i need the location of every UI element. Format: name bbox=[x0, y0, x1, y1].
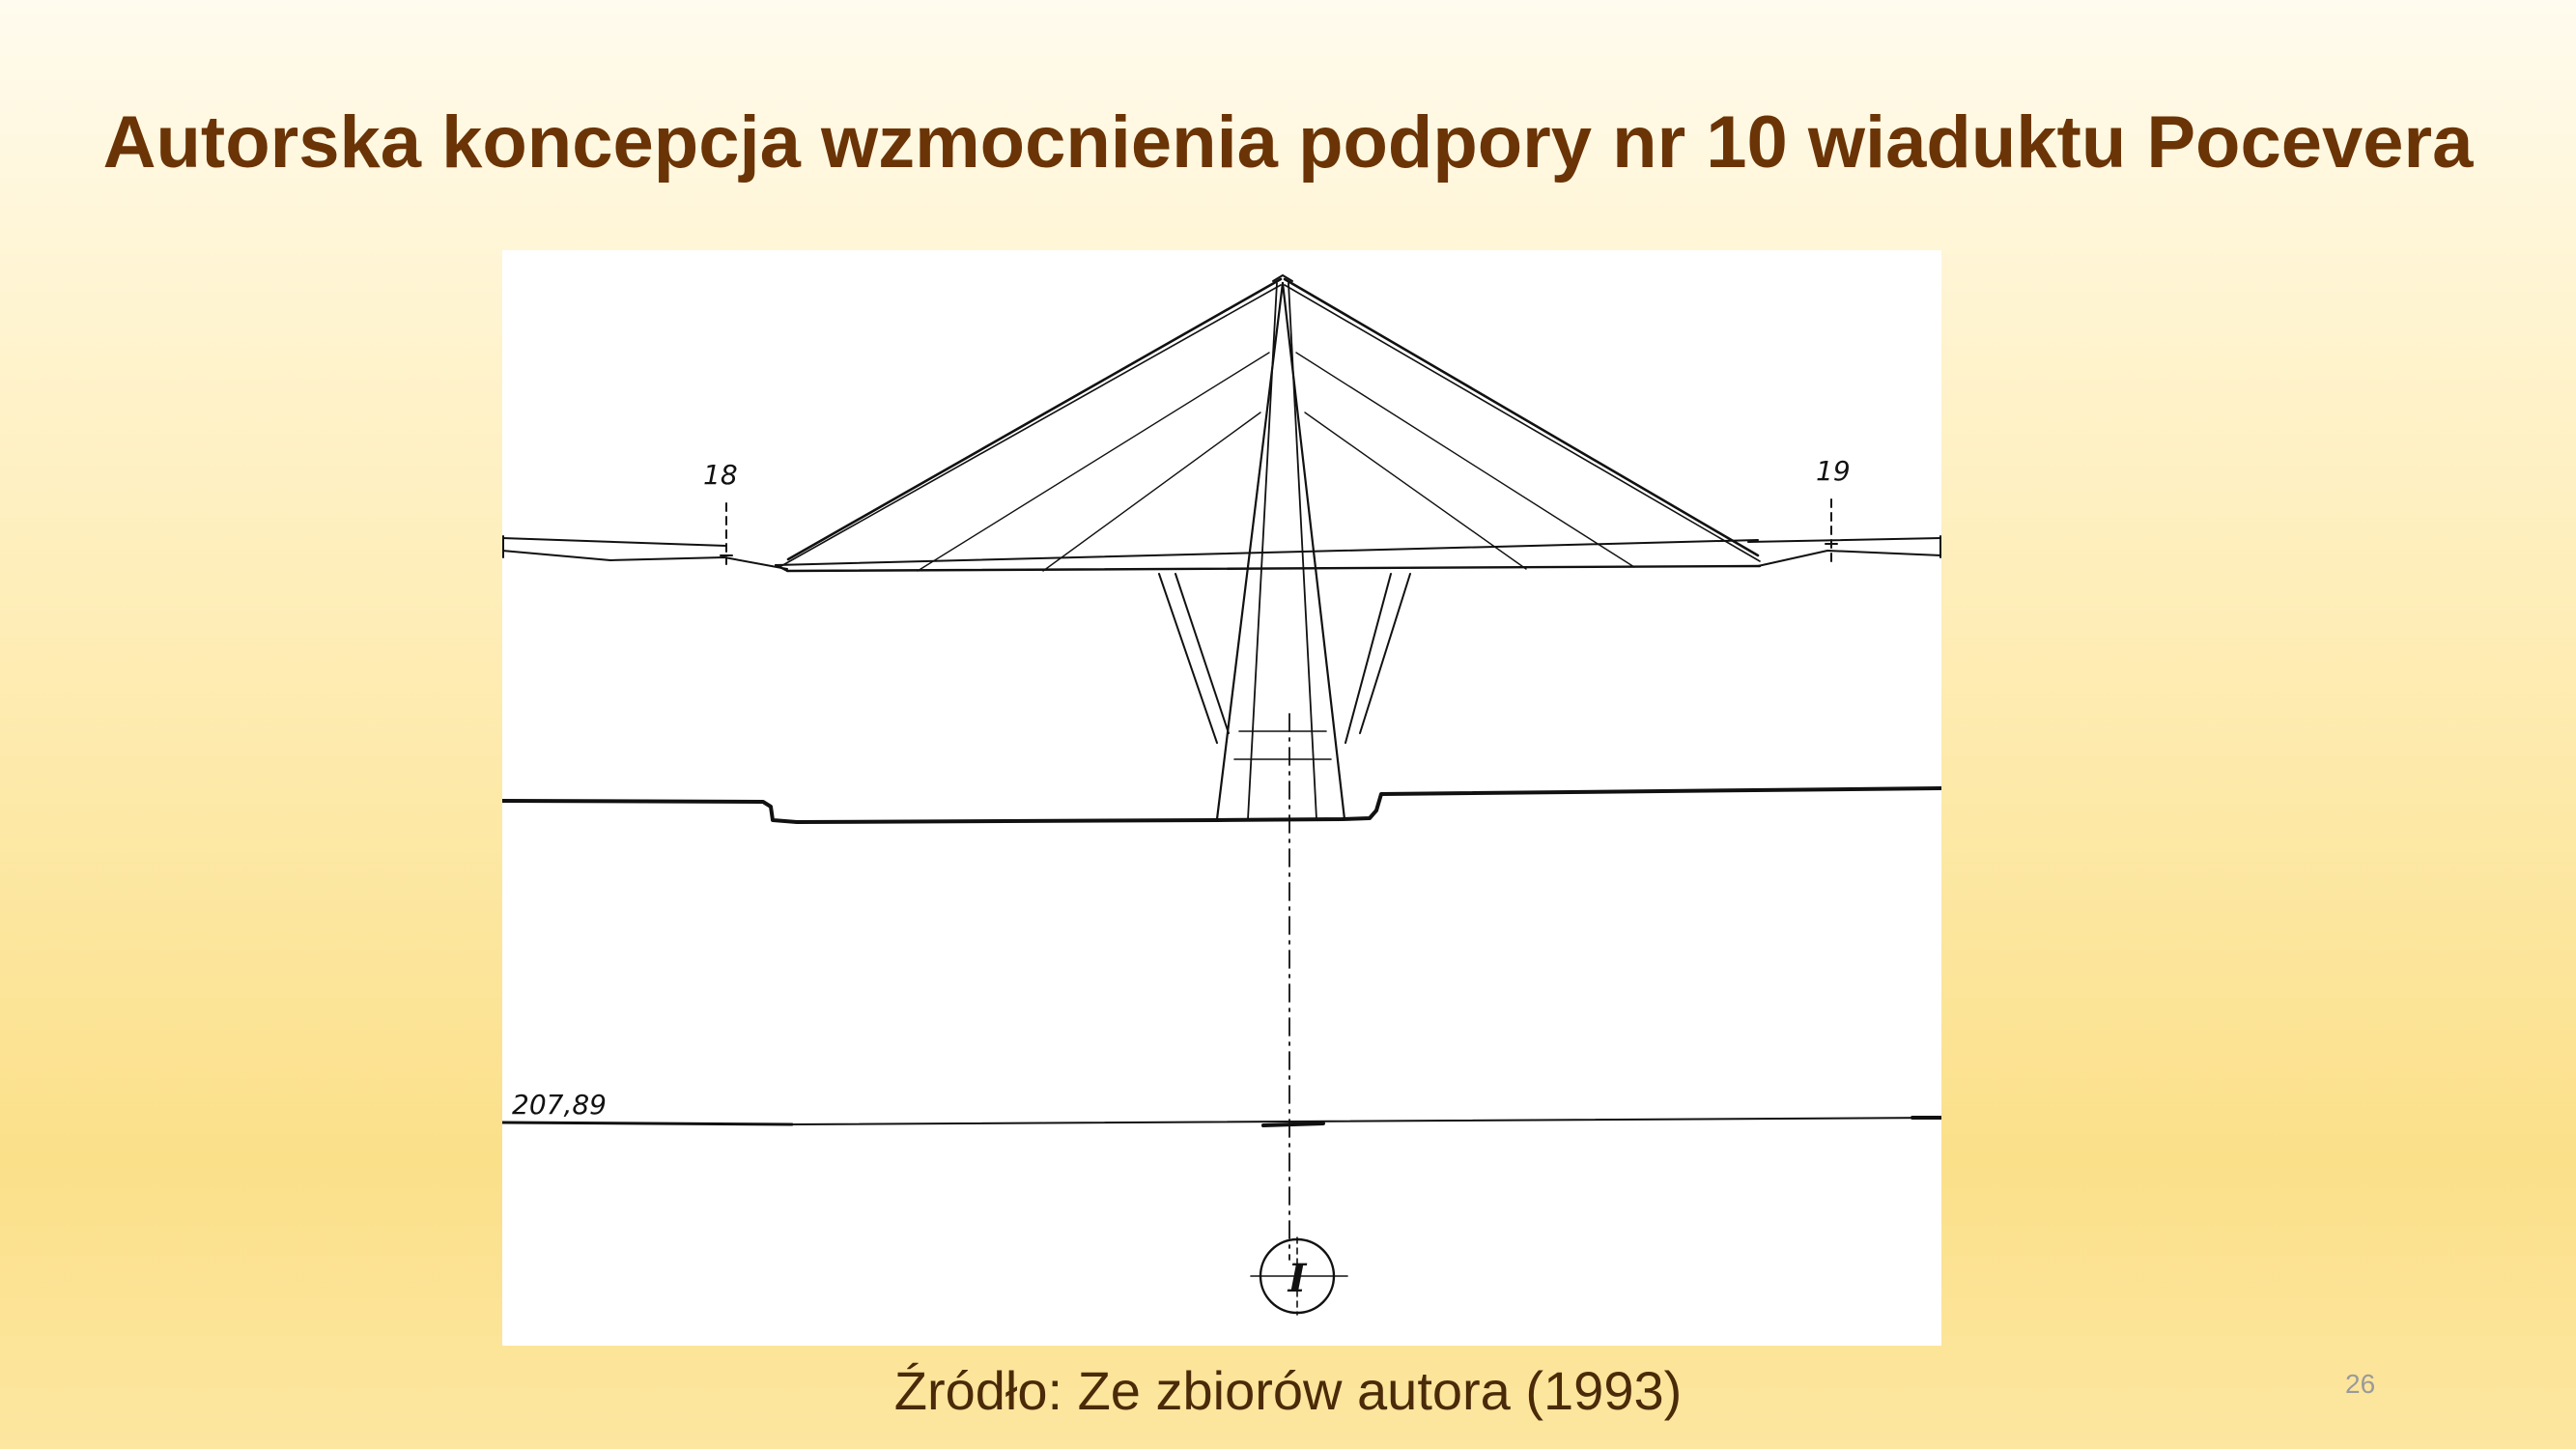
elevation-line bbox=[502, 1116, 1941, 1127]
main-deck-beam bbox=[775, 539, 1762, 573]
support-label-18: 18 bbox=[703, 459, 738, 491]
secondary-stays bbox=[917, 352, 1635, 572]
axis-marker-label: I bbox=[1288, 1256, 1308, 1301]
source-caption: Źródło: Ze zbiorów autora (1993) bbox=[893, 1360, 1683, 1421]
page-number: 26 bbox=[2345, 1369, 2376, 1399]
slide-title: Autorska koncepcja wzmocnienia podpory n… bbox=[102, 101, 2474, 184]
bridge-elevation-drawing: 18 19 207,89 I bbox=[502, 274, 1941, 1316]
right-approach-deck bbox=[1747, 535, 1941, 567]
engineering-drawing: 18 19 207,89 I bbox=[502, 250, 1941, 1346]
foundation-block bbox=[1233, 730, 1332, 760]
support-markers bbox=[720, 498, 1838, 565]
inclined-struts bbox=[1158, 573, 1411, 744]
axis-marker-circle bbox=[1250, 1236, 1348, 1316]
elevation-label: 207,89 bbox=[512, 1089, 607, 1121]
main-stays bbox=[778, 277, 1761, 568]
support-label-19: 19 bbox=[1816, 455, 1851, 487]
left-approach-deck bbox=[502, 535, 788, 570]
ground-line bbox=[502, 786, 1941, 824]
antenna-tower bbox=[1215, 274, 1346, 821]
